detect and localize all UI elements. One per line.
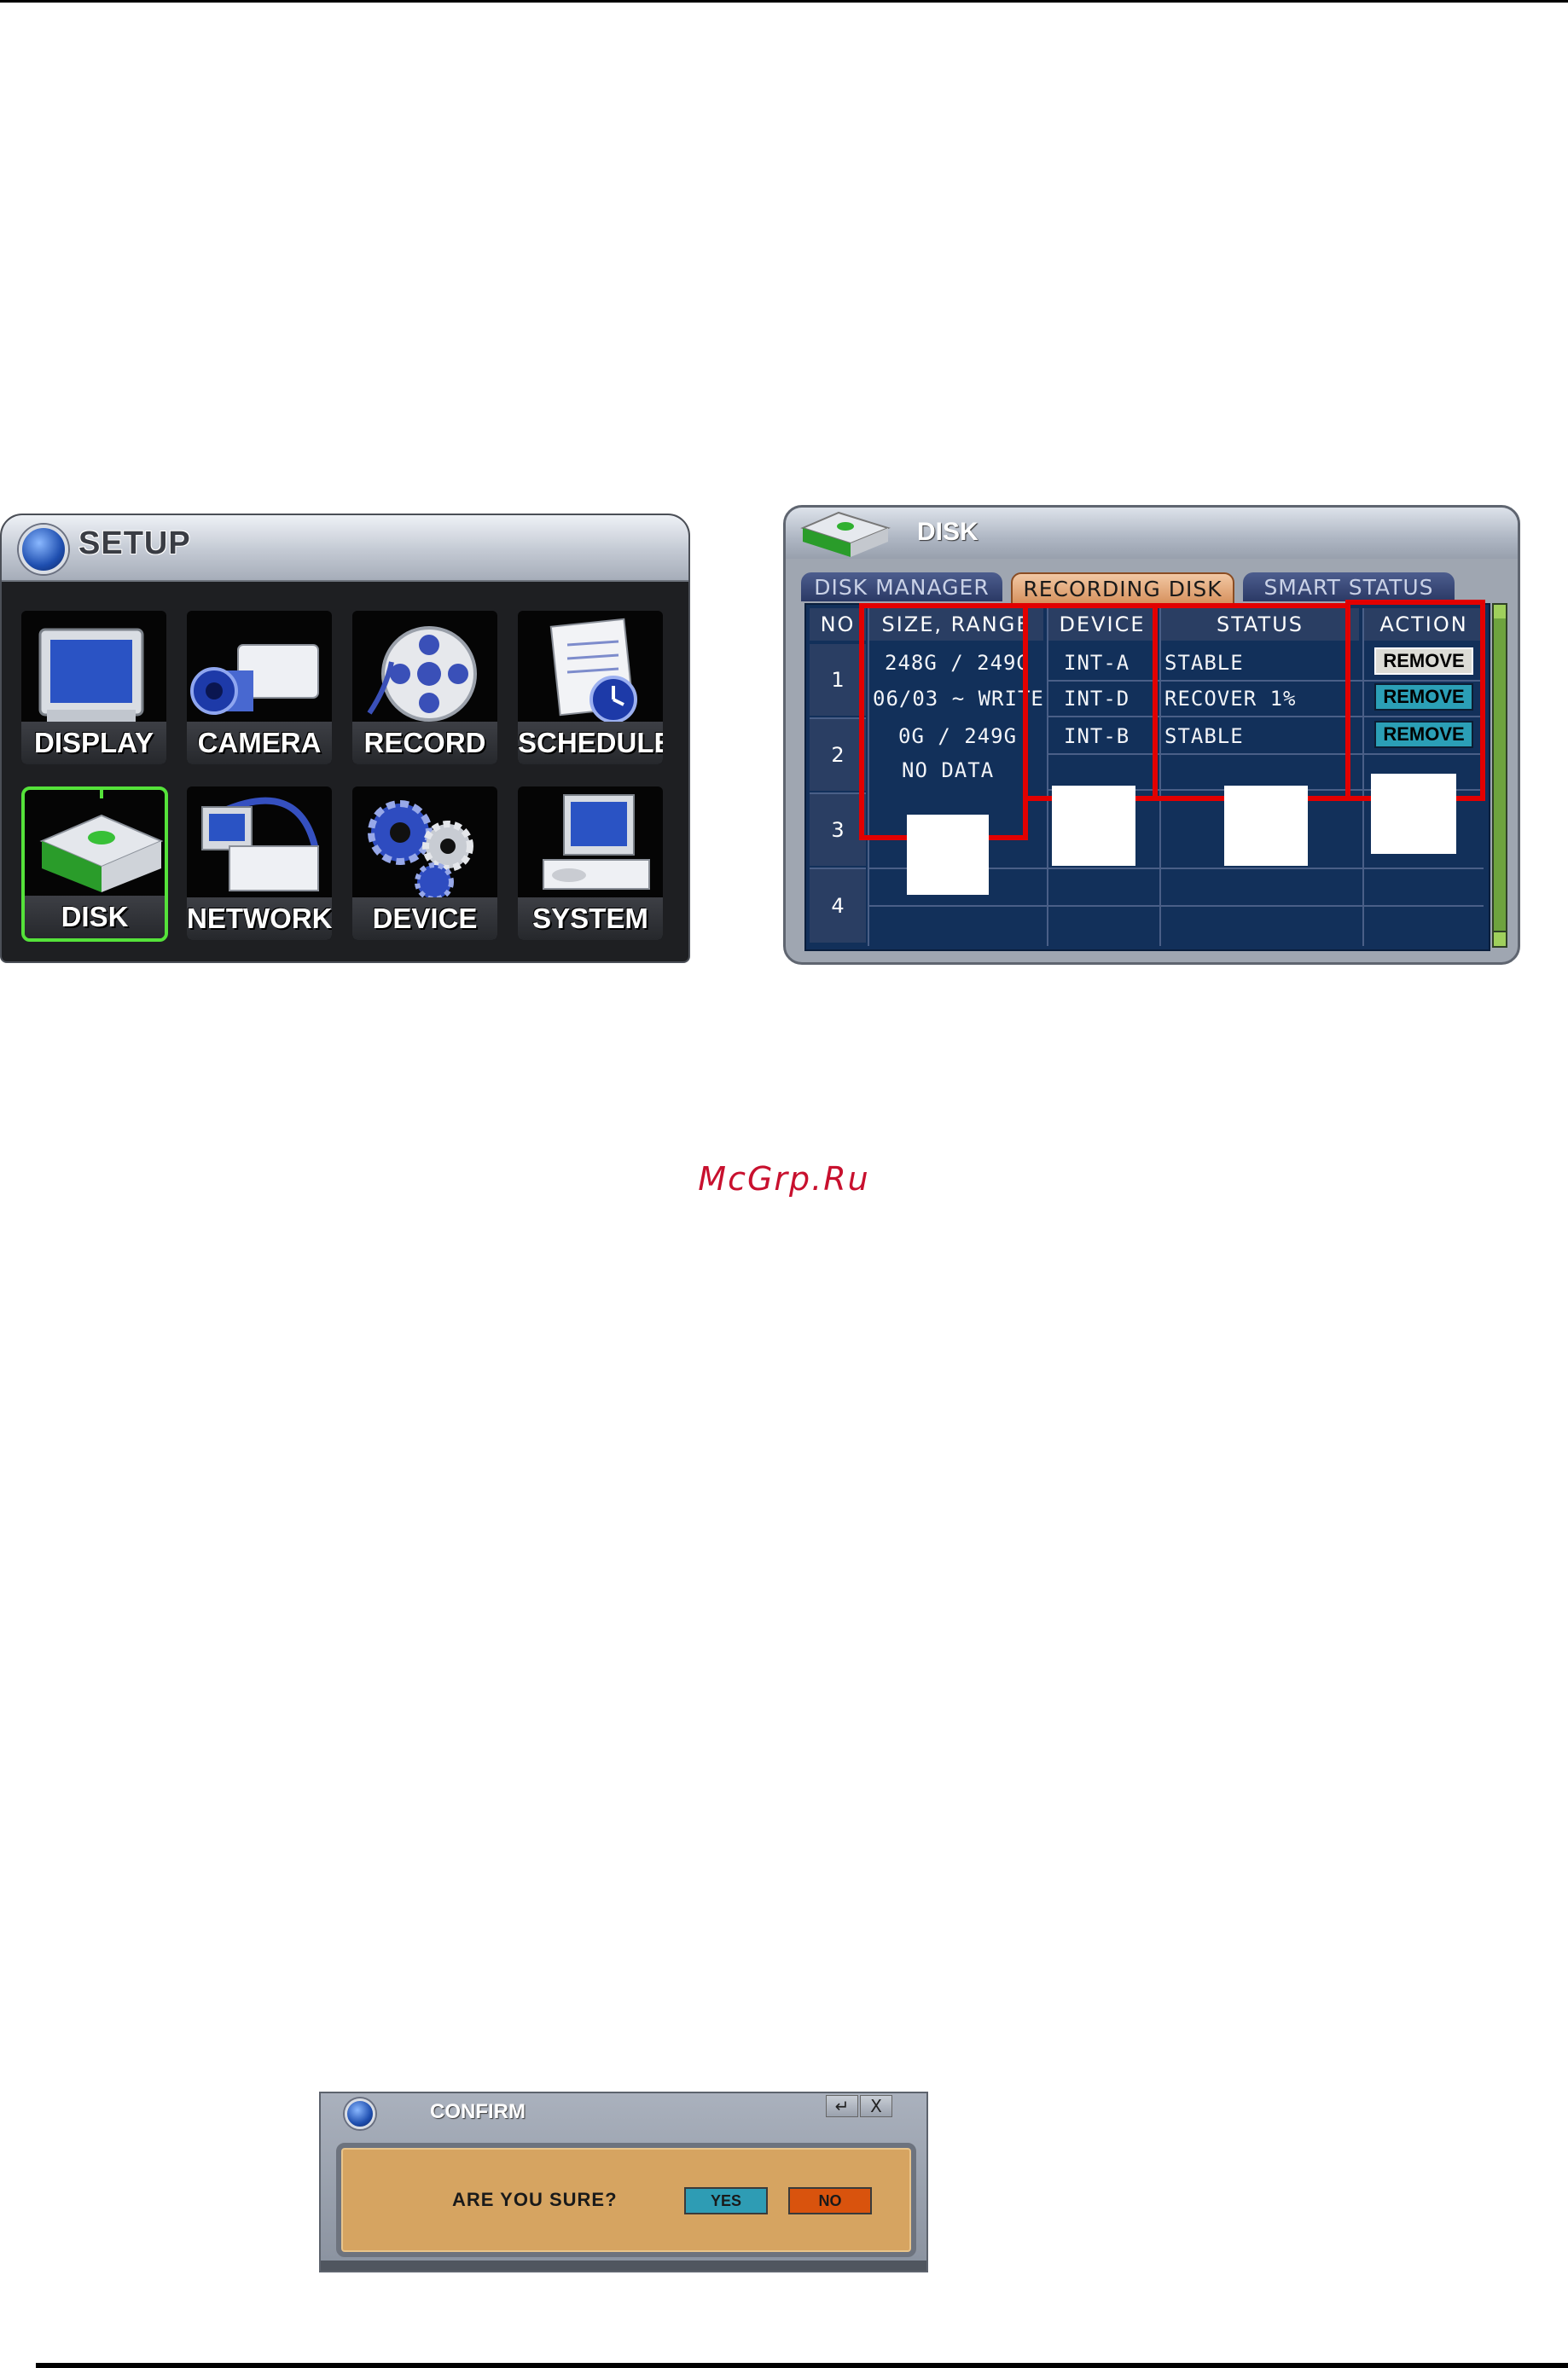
status-cell: RECOVER 1% [1164, 687, 1297, 711]
tile-label: NETWORK [187, 897, 332, 940]
top-rule [0, 0, 1568, 3]
setup-window: SETUP DISPLAY CAMERA RECORD [0, 514, 690, 963]
disk-titlebar: DISK [786, 508, 1518, 559]
tile-device[interactable]: DEVICE [352, 786, 497, 940]
callout-label-box [907, 815, 989, 895]
setup-orb-icon [19, 525, 68, 574]
status-cell: STABLE [1164, 724, 1244, 748]
grid-line [868, 608, 869, 946]
column-header-size-range: SIZE, RANGE [869, 608, 1043, 641]
setup-title: SETUP [78, 525, 191, 561]
tile-record[interactable]: RECORD [352, 611, 497, 764]
tile-network[interactable]: NETWORK [187, 786, 332, 940]
callout-label-box [1224, 786, 1308, 866]
confirm-orb-icon [345, 2098, 375, 2129]
grid-line [810, 792, 866, 794]
disk-drive-icon [800, 511, 891, 557]
film-reel-icon [367, 626, 477, 722]
device-cell: INT-A [1064, 651, 1130, 675]
device-cell: INT-B [1064, 724, 1130, 748]
setup-titlebar: SETUP [2, 515, 688, 582]
monitor-icon [38, 628, 144, 722]
remove-button[interactable]: REMOVE [1374, 683, 1473, 711]
confirm-title: CONFIRM [430, 2100, 526, 2123]
column-header-status: STATUS [1161, 608, 1359, 641]
row-number: 3 [810, 794, 866, 866]
grid-line [869, 868, 1484, 869]
confirm-dialog: CONFIRM ↵ X ARE YOU SURE? YES NO [319, 2092, 928, 2272]
confirm-body: ARE YOU SURE? YES NO [336, 2143, 916, 2257]
tab-smart-status[interactable]: SMART STATUS [1243, 572, 1455, 601]
grid-line [1159, 608, 1161, 946]
tile-camera[interactable]: CAMERA [187, 611, 332, 764]
grid-line [1048, 716, 1484, 717]
callout-size-range-box [859, 603, 1028, 840]
tile-schedule[interactable]: SCHEDULE [518, 611, 663, 764]
grid-line [1048, 680, 1484, 682]
yes-button[interactable]: YES [684, 2187, 768, 2214]
grid-line [1047, 608, 1048, 946]
tab-disk-manager[interactable]: DISK MANAGER [801, 572, 1002, 601]
scroll-track[interactable] [1494, 618, 1506, 931]
watermark: McGrp.Ru [698, 1160, 870, 1198]
size-range-cell: 0G / 249G [898, 724, 1018, 748]
confirm-titlebar: CONFIRM ↵ X [321, 2093, 926, 2131]
size-range-cell: 06/03 ~ WRITE [873, 687, 1044, 711]
tile-label: SYSTEM [518, 897, 663, 940]
column-header-no: NO [810, 608, 866, 641]
callout-device-box [1023, 603, 1158, 801]
callout-label-box [1052, 786, 1135, 866]
scroll-down-arrow-icon[interactable] [1494, 932, 1506, 946]
confirm-footer [321, 2261, 926, 2271]
grid-line [869, 905, 1484, 907]
column-header-device: DEVICE [1048, 608, 1156, 641]
tile-label: DISPLAY [21, 722, 166, 764]
grid-line [1362, 608, 1364, 946]
row-number: 4 [810, 869, 866, 943]
camera-icon [190, 644, 319, 715]
tile-label: CAMERA [187, 722, 332, 764]
clock-notepad-icon [549, 618, 637, 723]
size-range-cell: NO DATA [902, 758, 995, 782]
tile-label: DEVICE [352, 897, 497, 940]
scroll-up-arrow-icon[interactable] [1494, 605, 1506, 618]
status-cell: STABLE [1164, 651, 1244, 675]
tile-label: RECORD [352, 722, 497, 764]
confirm-question: ARE YOU SURE? [452, 2189, 618, 2210]
tab-recording-disk[interactable]: RECORDING DISK [1011, 572, 1234, 605]
row-number: 2 [810, 719, 866, 791]
row-number: 1 [810, 644, 866, 716]
close-icon[interactable]: X [860, 2095, 892, 2117]
computer-icon [543, 794, 650, 890]
disk-title: DISK [917, 518, 979, 546]
remove-button[interactable]: REMOVE [1374, 721, 1473, 748]
grid-line [810, 717, 866, 719]
enter-icon[interactable]: ↵ [826, 2095, 858, 2117]
device-cell: INT-D [1064, 687, 1130, 711]
tile-label: DISK [25, 896, 165, 938]
callout-label-box [1371, 774, 1456, 854]
grid-line [810, 868, 866, 869]
tile-display[interactable]: DISPLAY [21, 611, 166, 764]
tile-system[interactable]: SYSTEM [518, 786, 663, 940]
callout-action-box [1345, 600, 1485, 801]
no-button[interactable]: NO [788, 2187, 872, 2214]
disk-window: DISK DISK MANAGER RECORDING DISK SMART S… [783, 505, 1520, 965]
callout-status-box [1153, 603, 1350, 801]
network-icon [201, 797, 319, 891]
gears-icon [368, 800, 473, 902]
tile-disk[interactable]: DISK [21, 786, 168, 942]
remove-button[interactable]: REMOVE [1374, 647, 1473, 675]
grid-line [1048, 753, 1484, 755]
bottom-rule [36, 2363, 1568, 2368]
tile-label: SCHEDULE [518, 722, 663, 764]
disk-drive-icon [39, 790, 164, 892]
table-scrollbar[interactable] [1492, 603, 1507, 948]
column-header-action: ACTION [1364, 608, 1484, 641]
size-range-cell: 248G / 249G [885, 651, 1030, 675]
